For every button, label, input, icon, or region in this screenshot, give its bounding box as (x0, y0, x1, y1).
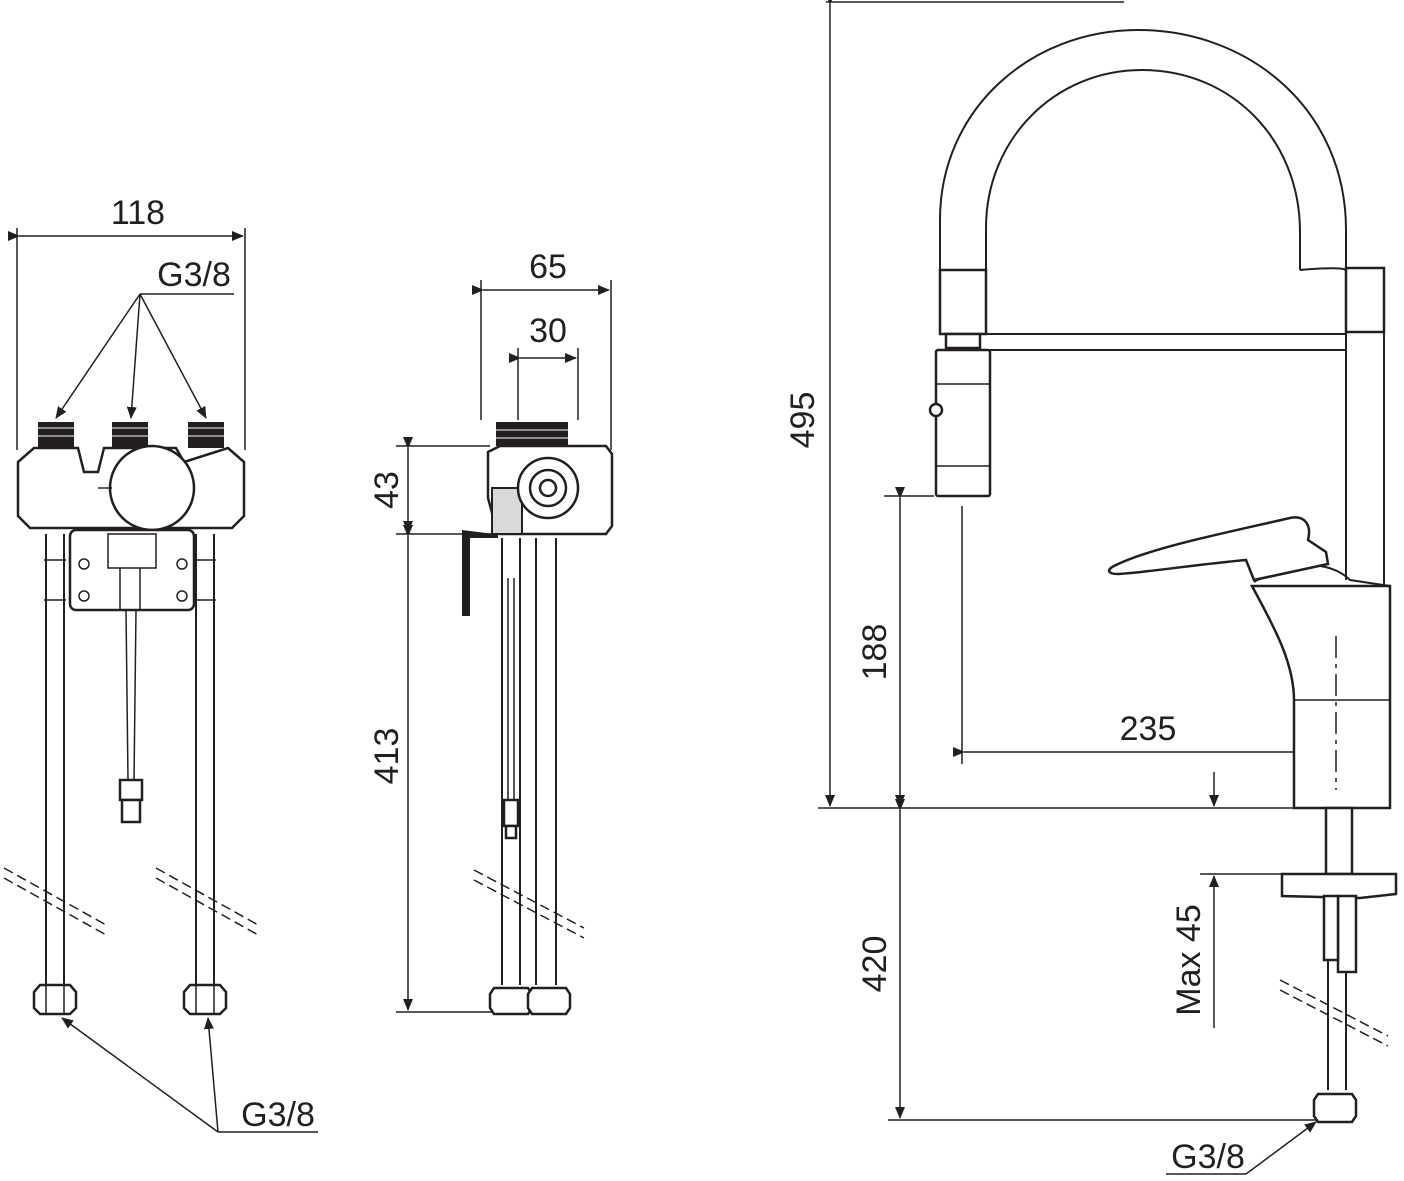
top-connection-label: G3/8 (157, 256, 231, 294)
top-connection-callout: G3/8 (55, 256, 234, 419)
inlet-threads (38, 422, 224, 448)
gooseneck-spout (939, 28, 1347, 270)
side-lever (462, 530, 498, 616)
faucet-connection-label: G3/8 (1171, 1138, 1245, 1176)
max-deck-label: Max 45 (1170, 904, 1208, 1016)
faucet-body (1249, 584, 1392, 810)
side-nut-left (488, 986, 534, 1016)
spray-head-collar (938, 268, 988, 336)
outer-width-label: 65 (529, 248, 567, 286)
inner-width-label: 30 (529, 312, 567, 350)
mounting-shank (1324, 806, 1354, 876)
reach-label: 235 (1120, 710, 1177, 748)
faucet-connection-callout: G3/8 (1166, 1121, 1317, 1176)
dimension-height-495: 495 (784, 0, 1124, 807)
mounting-plate (68, 528, 196, 612)
dimension-height-420: 420 (856, 799, 1318, 1121)
side-threads (496, 422, 568, 446)
dimension-max-45: Max 45 (1170, 772, 1284, 1028)
faucet-view: 495 188 420 235 Max 45 (784, 0, 1398, 1176)
dimension-outer-65: 65 (472, 248, 612, 450)
dimension-reach-235: 235 (953, 506, 1339, 764)
hose-length-label: 413 (368, 728, 406, 785)
dimension-width-118: 118 (8, 194, 246, 450)
mounting-nut (1280, 872, 1398, 900)
dimension-inner-30: 30 (509, 312, 579, 420)
side-nut-right (526, 986, 572, 1016)
spray-head (934, 348, 992, 498)
faucet-hose-nut (1312, 1092, 1358, 1124)
dimension-height-188: 188 (856, 487, 934, 807)
spout-height-label: 188 (856, 624, 894, 681)
width-label: 118 (111, 194, 165, 232)
hose-nut-left (32, 983, 78, 1016)
valve-height-label: 43 (368, 471, 406, 509)
side-view: 65 30 43 413 (368, 248, 614, 1016)
total-height-label: 495 (784, 392, 822, 449)
faucet-lever (1107, 516, 1330, 582)
bottom-connection-callout: G3/8 (61, 1017, 318, 1134)
front-view: 118 G3/8 (3, 194, 318, 1134)
faucet-hose-length-label: 420 (856, 936, 894, 993)
cable-connector (118, 778, 144, 802)
hose-nut-right (182, 983, 228, 1016)
bottom-connection-label: G3/8 (241, 1096, 315, 1134)
dimension-height-43: 43 (368, 437, 500, 535)
valve-cartridge (108, 444, 196, 532)
break-lines (3, 867, 261, 937)
dimension-height-413: 413 (368, 525, 494, 1013)
spout-band (1344, 266, 1386, 334)
